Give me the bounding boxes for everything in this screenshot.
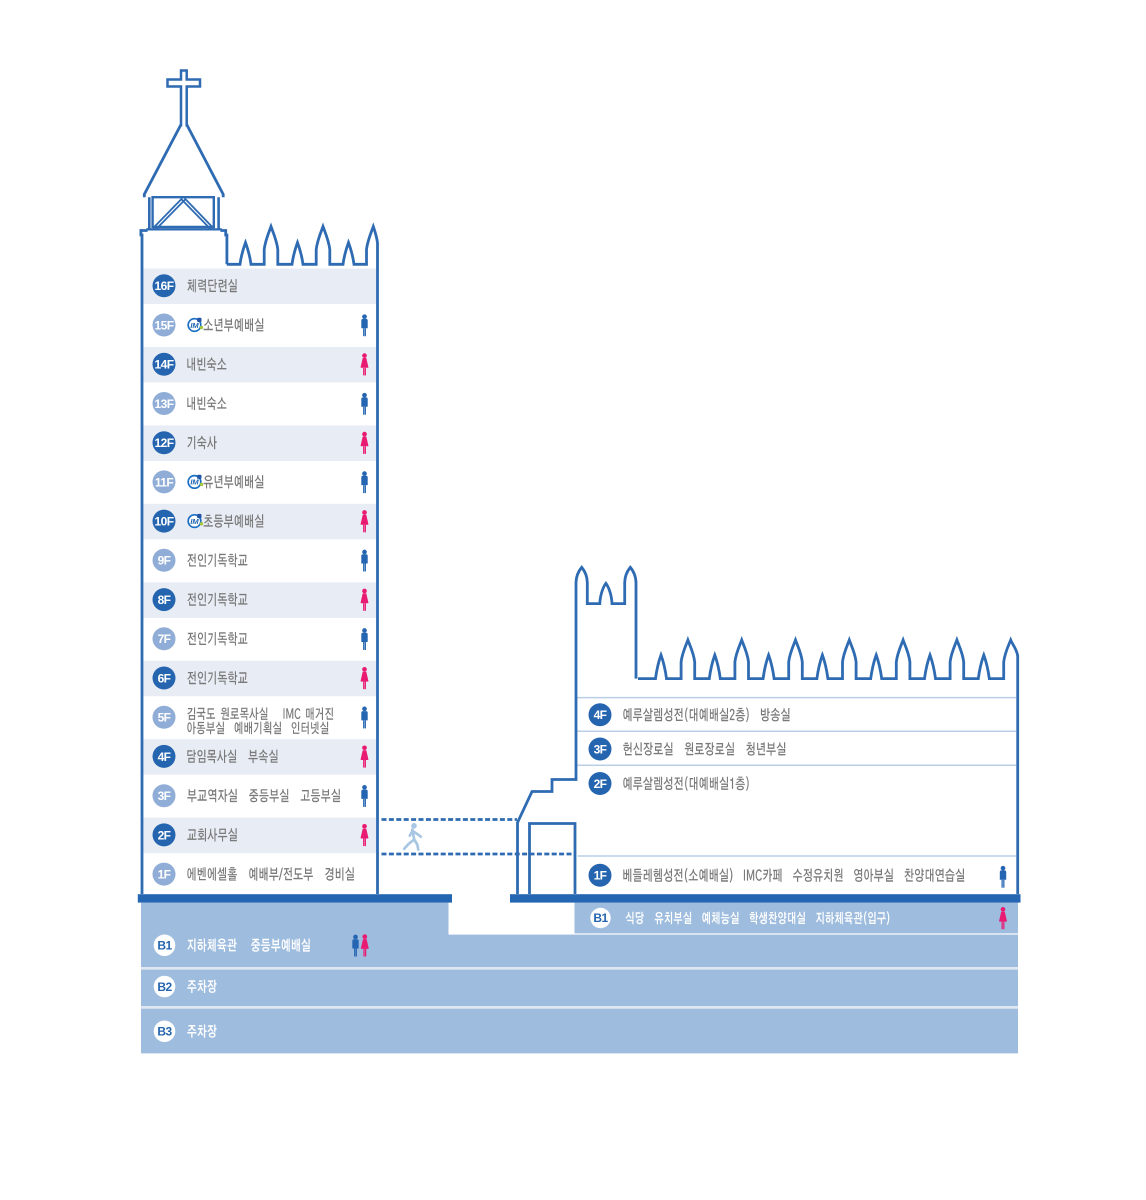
svg-text:1F: 1F [158, 868, 171, 882]
svg-text:10F: 10F [155, 515, 174, 529]
svg-text:IM: IM [190, 321, 199, 330]
svg-text:8F: 8F [158, 593, 171, 607]
svg-text:B1: B1 [157, 939, 172, 953]
svg-text:6F: 6F [158, 671, 171, 685]
svg-text:14F: 14F [155, 358, 174, 372]
svg-text:4F: 4F [594, 708, 607, 722]
svg-text:2F: 2F [158, 828, 171, 842]
svg-text:7F: 7F [158, 632, 171, 646]
svg-text:3F: 3F [594, 742, 607, 756]
svg-text:B3: B3 [157, 1025, 172, 1039]
svg-text:15F: 15F [155, 318, 174, 332]
svg-text:5F: 5F [158, 711, 171, 725]
svg-text:IM: IM [190, 478, 199, 487]
svg-text:1F: 1F [594, 869, 607, 883]
svg-text:16F: 16F [155, 279, 174, 293]
svg-text:11F: 11F [155, 475, 173, 489]
svg-text:2F: 2F [594, 777, 607, 791]
svg-text:3F: 3F [158, 789, 171, 803]
svg-text:4F: 4F [158, 750, 171, 764]
svg-text:IM: IM [190, 517, 199, 526]
svg-text:13F: 13F [155, 397, 174, 411]
svg-text:9F: 9F [158, 554, 171, 568]
svg-text:B2: B2 [157, 980, 172, 994]
svg-text:B1: B1 [593, 911, 608, 925]
svg-text:12F: 12F [155, 436, 174, 450]
